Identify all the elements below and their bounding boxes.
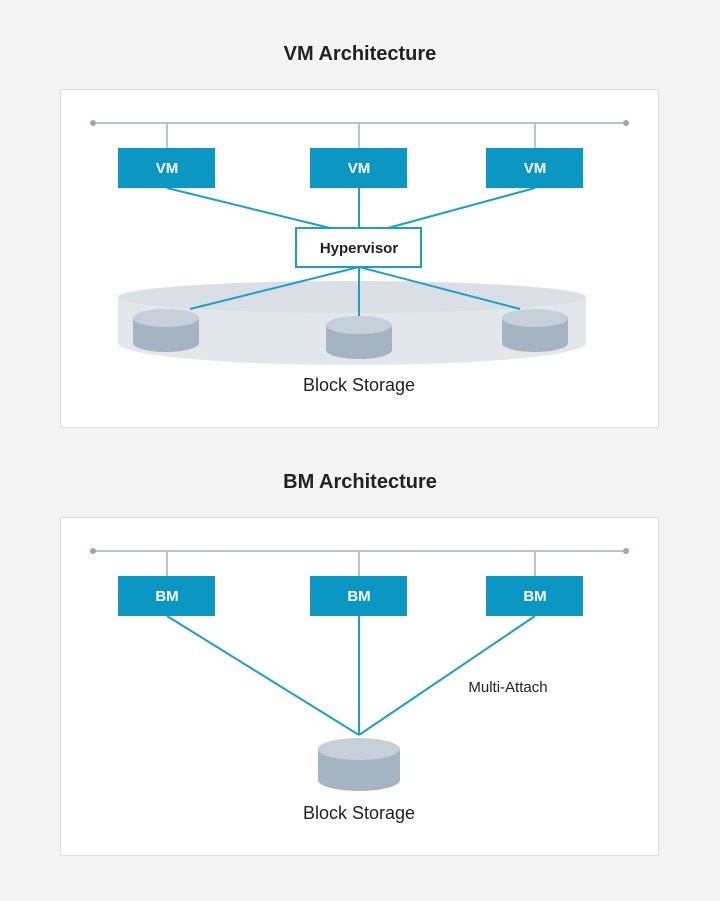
disk-icon (133, 309, 199, 352)
vm-network-bus (90, 120, 629, 148)
svg-text:BM: BM (347, 588, 370, 605)
bm-architecture-title: BM Architecture (283, 471, 437, 493)
svg-text:BM: BM (155, 588, 178, 605)
svg-text:VM: VM (524, 160, 547, 177)
disk-icon (326, 316, 392, 359)
hypervisor-to-disk-links (189, 266, 521, 318)
vm-block-storage-label: Block Storage (303, 375, 415, 395)
disk-icon (502, 309, 568, 352)
svg-text:VM: VM (348, 160, 371, 177)
bm-node: BM (486, 576, 583, 616)
bm-node: BM (310, 576, 407, 616)
svg-text:BM: BM (523, 588, 546, 605)
bm-to-storage-links (166, 615, 536, 736)
vm-architecture-title: VM Architecture (283, 43, 437, 65)
bm-network-bus (90, 548, 629, 576)
svg-text:Hypervisor: Hypervisor (320, 240, 399, 257)
vm-node: VM (118, 148, 215, 188)
bm-node: BM (118, 576, 215, 616)
vm-node: VM (486, 148, 583, 188)
bm-disk-icon (318, 738, 400, 791)
svg-text:VM: VM (156, 160, 179, 177)
vm-node: VM (310, 148, 407, 188)
hypervisor-box: Hypervisor (295, 227, 422, 268)
vm-to-hypervisor-links (166, 187, 536, 229)
bm-block-storage-label: Block Storage (303, 803, 415, 823)
multi-attach-label: Multi-Attach (468, 679, 547, 696)
